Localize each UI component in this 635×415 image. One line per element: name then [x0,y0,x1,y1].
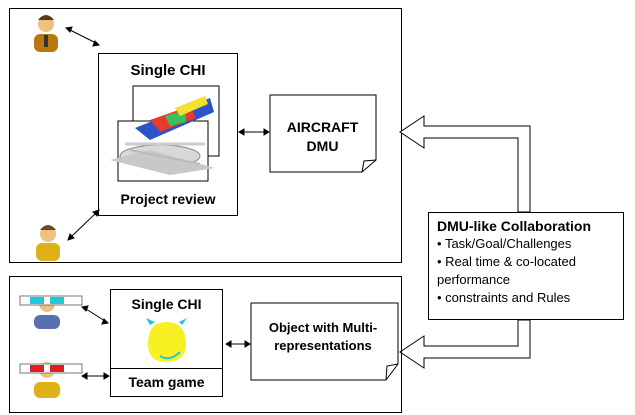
collab-bullet-text: Real time & co-located performance [437,254,576,287]
multirep-doc-fold [385,363,399,381]
user-icon [36,225,60,261]
aircraft-dmu-doc-fold [361,159,377,173]
game-character-icon [146,318,187,362]
bottom-chi-caption: Team game [128,374,205,390]
vr-glasses-user-icon [19,362,83,398]
collab-bullet: • Real time & co-located performance [437,254,576,287]
aircraft-render-image [110,85,220,182]
aircraft-dmu-doc [269,94,377,173]
collab-title: DMU-like Collaboration [437,218,592,234]
bottom-panel [9,276,402,413]
top-chi-caption: Project review [120,191,216,207]
flow-arrows [399,115,531,369]
bottom-chi-divider [111,368,222,369]
user-icon [34,15,58,52]
collab-bullet: • Task/Goal/Challenges [437,236,572,251]
top-chi-title: Single CHI [130,62,206,79]
bottom-chi-title: Single CHI [131,296,202,312]
collab-bullet: • constraints and Rules [437,290,571,305]
connector-arrows [64,26,270,380]
multirep-doc [250,302,399,381]
bottom-chi-box: Single CHI Team game [110,289,223,397]
vr-glasses-user-icon [19,295,83,329]
aircraft-dmu-label: AIRCRAFT DMU [286,119,359,154]
collab-box: DMU-like Collaboration • Task/Goal/Chall… [428,212,624,320]
collab-bullet-text: Task/Goal/Challenges [444,236,572,251]
multirep-label: Object with Multi-representations [268,320,378,353]
collab-bullet-text: constraints and Rules [445,290,571,305]
